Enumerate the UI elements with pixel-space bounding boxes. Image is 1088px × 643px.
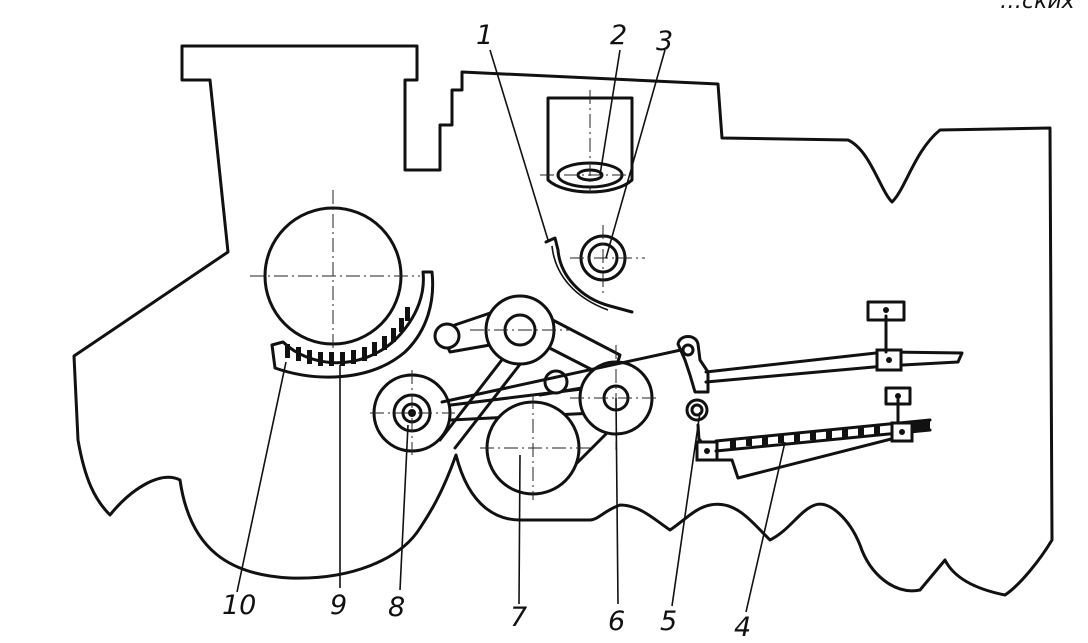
label-10: 10 bbox=[222, 590, 256, 621]
leader-lines bbox=[236, 49, 786, 613]
housing-outline bbox=[72, 44, 1054, 597]
label-5: 5 bbox=[660, 606, 677, 637]
label-4: 4 bbox=[734, 612, 751, 643]
lever-pivot bbox=[681, 343, 695, 357]
guard-plate-inner bbox=[551, 245, 609, 311]
label-1: 1 bbox=[476, 20, 493, 51]
screen-teeth bbox=[285, 307, 410, 366]
lower-bracket-top bbox=[884, 386, 912, 406]
idler-left bbox=[433, 322, 461, 350]
label-6: 6 bbox=[608, 606, 625, 637]
label-2: 2 bbox=[610, 20, 627, 51]
callout-labels: 1 2 3 4 5 6 7 8 9 10 bbox=[222, 20, 751, 643]
label-7: 7 bbox=[510, 602, 527, 633]
upper-bracket-top bbox=[866, 300, 906, 322]
lever-arm bbox=[676, 335, 710, 394]
link-rod bbox=[440, 346, 692, 404]
screen-arc bbox=[270, 270, 435, 379]
guard-plate bbox=[544, 236, 634, 314]
label-8: 8 bbox=[388, 592, 405, 623]
upper-rod bbox=[704, 350, 964, 384]
motor-housing bbox=[546, 96, 634, 194]
header-fragment: …ских bbox=[1000, 0, 1076, 14]
label-3: 3 bbox=[656, 26, 673, 57]
label-9: 9 bbox=[330, 590, 347, 621]
